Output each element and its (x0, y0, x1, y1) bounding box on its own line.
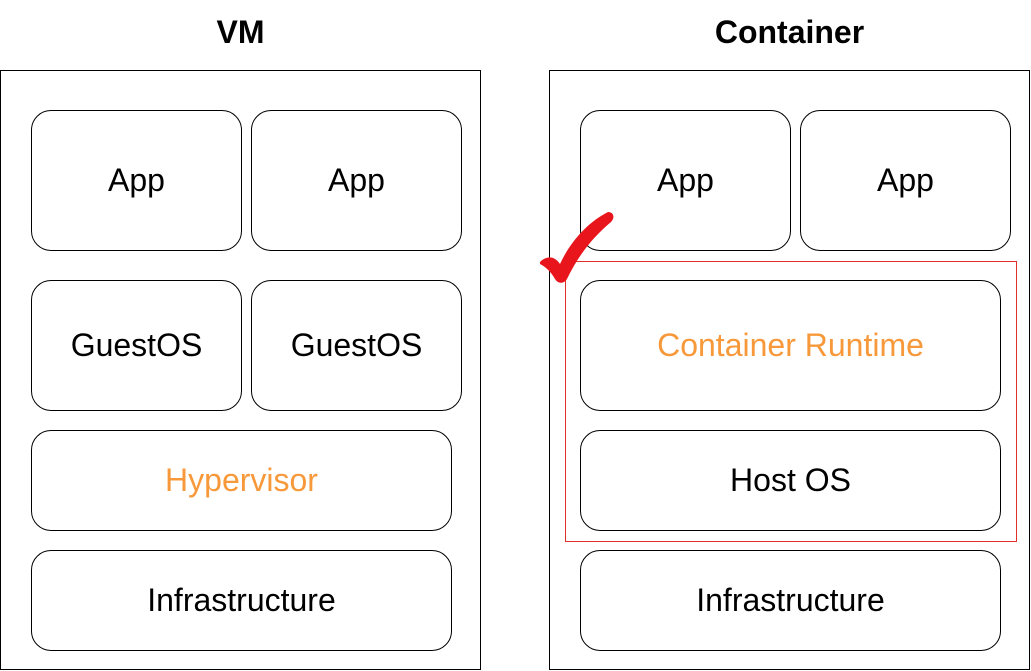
vm-panel: App App GuestOS GuestOS Hypervisor Infra… (0, 70, 481, 670)
container-title: Container (714, 14, 865, 50)
container-app-box-2: App (800, 110, 1011, 251)
vm-app-box-1: App (31, 110, 242, 251)
checkmark-icon (540, 212, 614, 283)
vm-hypervisor-box: Hypervisor (31, 430, 452, 531)
container-panel: App App Container Runtime Host OS Infras… (549, 70, 1030, 670)
vm-guestos-box-2: GuestOS (251, 280, 462, 411)
vm-infrastructure-box: Infrastructure (31, 550, 452, 651)
vm-guestos-box-1: GuestOS (31, 280, 242, 411)
checkmark-shape (540, 212, 614, 283)
container-app-box-1: App (580, 110, 791, 251)
vm-title: VM (216, 14, 265, 50)
selection-frame (565, 261, 1017, 542)
host-os-box: Host OS (580, 430, 1001, 531)
container-infrastructure-box: Infrastructure (580, 550, 1001, 651)
container-runtime-box: Container Runtime (580, 280, 1001, 411)
vm-app-box-2: App (251, 110, 462, 251)
